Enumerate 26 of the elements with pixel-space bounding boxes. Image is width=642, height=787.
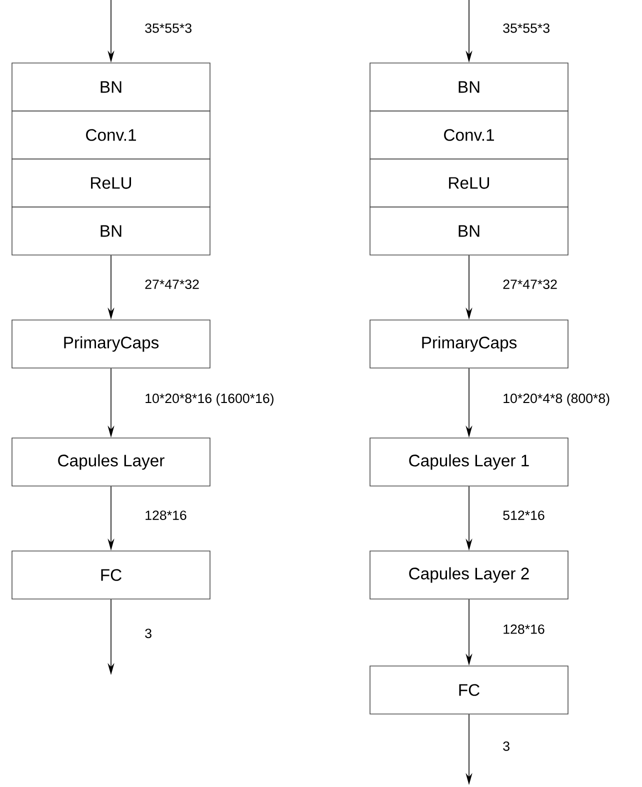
layer-box: BN (370, 206, 568, 256)
layer-box: Capules Layer (12, 438, 210, 486)
edge-label: 512*16 (503, 510, 544, 520)
edge-label: 3 (503, 741, 510, 751)
layer-box: PrimaryCaps (370, 320, 568, 368)
layer-box: ReLU (12, 158, 210, 208)
layer-box: Capules Layer 1 (370, 438, 568, 486)
layer-box: BN (12, 206, 210, 256)
edge-label: 27*47*32 (503, 280, 557, 289)
edge-label: 35*55*3 (503, 23, 550, 33)
layer-box: ReLU (370, 158, 568, 208)
edge-label: 3 (145, 628, 152, 638)
edge-label: 35*55*3 (145, 23, 192, 33)
layer-box: BN (370, 62, 568, 112)
layer-box: Conv.1 (370, 110, 568, 160)
edge-label: 10*20*4*8 (800*8) (504, 393, 610, 406)
layer-box: FC (12, 550, 210, 600)
layer-box: FC (370, 666, 568, 714)
layer-box: BN (12, 62, 210, 112)
layer-box: Capules Layer 2 (370, 550, 568, 600)
layer-box: Conv.1 (12, 110, 210, 160)
edge-label: 128*16 (504, 624, 544, 634)
edge-label: 128*16 (146, 510, 186, 520)
edge-label: 27*47*32 (145, 280, 199, 289)
layer-box: PrimaryCaps (12, 320, 210, 368)
edge-label: 10*20*8*16 (1600*16) (146, 393, 274, 406)
